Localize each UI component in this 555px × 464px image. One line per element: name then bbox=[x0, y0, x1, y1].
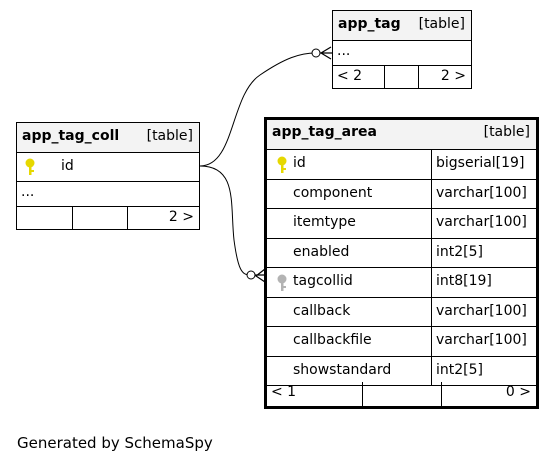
column-name: component bbox=[293, 184, 373, 201]
divider bbox=[384, 66, 385, 89]
generator-footer: Generated by SchemaSpy bbox=[17, 434, 213, 452]
ellipsis-row: ... bbox=[333, 41, 471, 66]
relation-optional-marker-tag bbox=[311, 48, 321, 58]
divider bbox=[418, 66, 419, 89]
primary-key-icon bbox=[24, 157, 36, 181]
divider bbox=[431, 268, 432, 297]
column-name: id bbox=[293, 155, 306, 171]
primary-key-icon bbox=[276, 155, 288, 179]
table-header: app_tag [table] bbox=[333, 11, 471, 41]
nav-row: 2 > bbox=[17, 207, 199, 230]
nav-prev-link[interactable]: < 2 bbox=[337, 68, 363, 84]
column-name: tagcollid bbox=[293, 273, 353, 289]
table-app-tag-area[interactable]: app_tag_area [table] id bigserial[19] comp… bbox=[264, 117, 539, 409]
table-header: app_tag_area [table] bbox=[267, 120, 536, 150]
columns-ellipsis: ... bbox=[21, 184, 35, 200]
nav-row: < 1 0 > bbox=[267, 382, 536, 406]
table-name[interactable]: app_tag_area bbox=[272, 124, 377, 140]
column-name: callback bbox=[293, 302, 351, 319]
column-name: callbackfile bbox=[293, 332, 372, 348]
table-name[interactable]: app_tag_coll bbox=[22, 128, 120, 144]
divider bbox=[431, 150, 432, 179]
column-row-id[interactable]: id bbox=[17, 153, 199, 182]
table-kind: [table] bbox=[146, 128, 193, 144]
column-name: enabled bbox=[293, 243, 350, 260]
column-type: varchar[100] bbox=[436, 332, 527, 348]
ellipsis-row: ... bbox=[17, 182, 199, 207]
column-row[interactable]: callbackfile varchar[100] bbox=[267, 327, 536, 357]
nav-next-link[interactable]: 0 > bbox=[505, 384, 531, 400]
foreign-key-icon bbox=[276, 273, 288, 297]
relation-coll-to-area bbox=[199, 165, 251, 276]
column-type: int2[5] bbox=[436, 243, 483, 260]
column-row[interactable]: tagcollid int8[19] bbox=[267, 268, 536, 298]
column-row[interactable]: component varchar[100] bbox=[267, 179, 536, 209]
column-name: showstandard bbox=[293, 361, 392, 378]
column-type: bigserial[19] bbox=[436, 155, 525, 171]
divider bbox=[431, 297, 432, 326]
column-type: int2[5] bbox=[436, 361, 483, 378]
nav-next-link[interactable]: 2 > bbox=[168, 209, 194, 225]
columns-ellipsis: ... bbox=[337, 43, 351, 59]
column-name: itemtype bbox=[293, 214, 356, 230]
column-name: id bbox=[61, 158, 74, 174]
divider bbox=[431, 238, 432, 267]
relation-crowsfoot-tag bbox=[319, 46, 332, 60]
column-row[interactable]: itemtype varchar[100] bbox=[267, 209, 536, 239]
relation-coll-to-tag bbox=[199, 52, 317, 167]
nav-prev-link[interactable]: < 1 bbox=[271, 384, 297, 400]
column-type: varchar[100] bbox=[436, 184, 527, 201]
nav-row: < 2 2 > bbox=[333, 66, 471, 89]
divider bbox=[431, 209, 432, 238]
column-type: varchar[100] bbox=[436, 214, 527, 230]
divider bbox=[441, 382, 442, 406]
divider bbox=[431, 179, 432, 208]
column-type: varchar[100] bbox=[436, 302, 527, 319]
nav-next-link[interactable]: 2 > bbox=[440, 68, 466, 84]
table-header: app_tag_coll [table] bbox=[17, 123, 199, 153]
table-name[interactable]: app_tag bbox=[338, 16, 401, 32]
column-row[interactable]: id bigserial[19] bbox=[267, 150, 536, 180]
table-app-tag-coll[interactable]: app_tag_coll [table] id ... 2 > bbox=[16, 122, 200, 230]
table-kind: [table] bbox=[483, 124, 530, 140]
divider bbox=[72, 207, 73, 230]
divider bbox=[431, 327, 432, 356]
table-kind: [table] bbox=[418, 16, 465, 32]
column-row[interactable]: showstandard int2[5] bbox=[267, 356, 536, 386]
column-row[interactable]: callback varchar[100] bbox=[267, 297, 536, 327]
divider bbox=[362, 382, 363, 406]
column-type: int8[19] bbox=[436, 273, 492, 289]
divider bbox=[431, 356, 432, 385]
relation-optional-marker-area bbox=[246, 270, 256, 280]
table-app-tag[interactable]: app_tag [table] ... < 2 2 > bbox=[332, 10, 472, 89]
divider bbox=[127, 207, 128, 230]
column-row[interactable]: enabled int2[5] bbox=[267, 238, 536, 268]
